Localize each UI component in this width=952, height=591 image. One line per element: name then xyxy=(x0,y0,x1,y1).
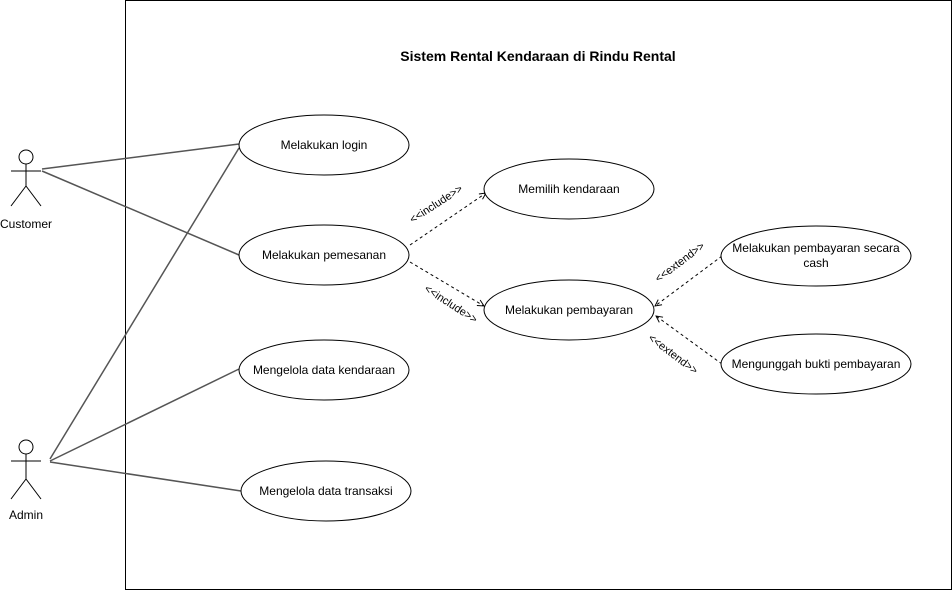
actor-leg-right xyxy=(25,185,42,207)
use-case-label-line: Mengunggah bukti pembayaran xyxy=(732,357,901,371)
use-case-label-line: Mengelola data kendaraan xyxy=(253,363,395,377)
use-case-label-login: Melakukan login xyxy=(281,138,368,152)
association-customer-login xyxy=(41,143,240,170)
use-case-label-line: Mengelola data transaksi xyxy=(259,484,392,498)
extend-arrow-cash xyxy=(655,255,723,306)
use-case-label-line: Melakukan login xyxy=(281,138,368,152)
include-arrow-pembayaran xyxy=(409,261,484,306)
use-case-label-line: cash xyxy=(803,256,828,270)
extend-arrow-unggah xyxy=(656,316,723,365)
dependencies xyxy=(409,193,723,365)
use-case-label-line: Memilih kendaraan xyxy=(518,182,619,196)
use-case-label-pemesanan: Melakukan pemesanan xyxy=(262,248,386,262)
system-title: Sistem Rental Kendaraan di Rindu Rental xyxy=(400,48,675,64)
actor-label-customer: Customer xyxy=(0,217,52,231)
association-admin-login xyxy=(49,147,240,460)
use-case-label-data-kendaraan: Mengelola data kendaraan xyxy=(253,363,395,377)
include-label-2: <<include>> xyxy=(422,283,479,326)
use-case-label-memilih-kendaraan: Memilih kendaraan xyxy=(518,182,619,196)
use-case-data-transaksi xyxy=(240,460,412,522)
extend-label-2: <<extend>> xyxy=(646,332,700,377)
use-case-unggah-bukti xyxy=(720,333,912,395)
use-case-pemesanan xyxy=(238,224,410,286)
use-case-data-kendaraan xyxy=(238,339,410,401)
actor-admin xyxy=(10,439,42,500)
association-customer-pemesanan xyxy=(41,170,240,256)
use-case-label-line: Melakukan pemesanan xyxy=(262,248,386,262)
actor-head xyxy=(18,439,34,455)
use-case-label-pembayaran: Melakukan pembayaran xyxy=(505,303,633,317)
actor-leg-left xyxy=(10,478,27,500)
actor-leg-right xyxy=(25,478,42,500)
actor-customer xyxy=(10,149,42,207)
include-label-1: <<include>> xyxy=(408,183,465,226)
associations xyxy=(41,143,242,492)
use-case-label-line: Melakukan pembayaran secara xyxy=(732,241,900,255)
use-case-pembayaran-cash xyxy=(720,225,912,287)
use-case-memilih-kendaraan xyxy=(483,158,655,220)
use-case-label-data-transaksi: Mengelola data transaksi xyxy=(259,484,392,498)
use-case-pembayaran xyxy=(483,279,655,341)
use-case-label-unggah-bukti: Mengunggah bukti pembayaran xyxy=(732,357,901,371)
actor-label-admin: Admin xyxy=(9,508,43,522)
actor-head xyxy=(18,149,34,165)
use-case-label-line: Melakukan pembayaran xyxy=(505,303,633,317)
actor-leg-left xyxy=(10,185,27,207)
association-admin-data-kendaraan xyxy=(49,368,240,462)
association-admin-data-transaksi xyxy=(49,461,242,492)
extend-label-1: <<extend>> xyxy=(653,240,707,285)
use-case-login xyxy=(238,114,410,176)
